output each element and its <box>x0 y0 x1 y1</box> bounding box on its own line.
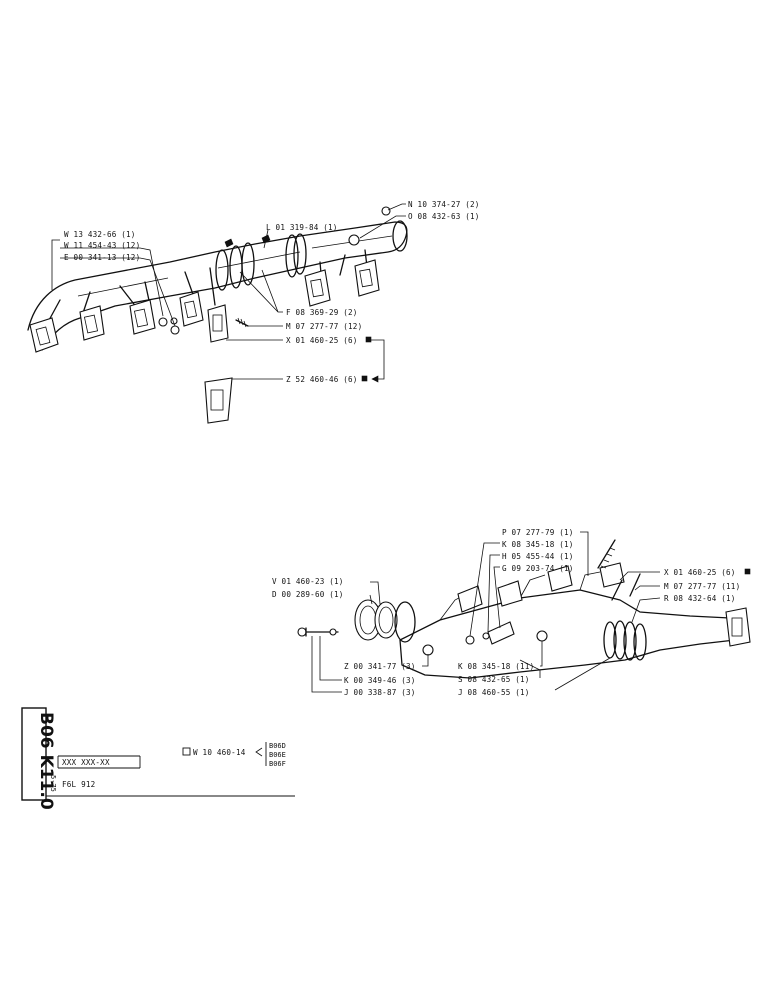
label-r: R 08 432-64 (1) <box>664 594 736 603</box>
label-m2: M 07 277-77 (11) <box>664 582 740 591</box>
label-w1: W 13 432-66 (1) <box>64 230 136 239</box>
bottom-leader-lines <box>311 531 661 693</box>
manifold-flanges <box>29 259 380 353</box>
label-e: E 00 341-13 (12) <box>64 253 140 262</box>
label-k2: K 00 349-46 (3) <box>344 676 416 685</box>
label-j2: J 08 460-55 (1) <box>458 688 530 697</box>
reference-part: W 10 460-14 <box>193 748 246 757</box>
model-name: F6L 912 <box>62 780 95 789</box>
label-z: Z 52 460-46 (6) <box>286 375 358 384</box>
label-d: D 00 289-60 (1) <box>272 590 344 599</box>
label-x: X 01 460-25 (6) <box>286 336 358 345</box>
part-number-box: XXX XXX-XX <box>62 758 110 767</box>
top-leader-lines <box>51 203 406 380</box>
label-k3: K 08 345-18 (11) <box>458 662 534 671</box>
label-h: H 05 455-44 (1) <box>502 552 574 561</box>
label-f: F 08 369-29 (2) <box>286 308 358 317</box>
label-x2: X 01 460-25 (6) <box>664 568 736 577</box>
title-block: B06 K11.0 5-75 XXX XXX-XX W 10 460-14 B0… <box>21 707 295 810</box>
bottom-exhaust-manifold-drawing <box>297 539 751 679</box>
gasket-z <box>204 377 233 424</box>
label-v: V 01 460-23 (1) <box>272 577 344 586</box>
label-o: O 08 432-63 (1) <box>408 212 480 221</box>
label-p: P 07 277-79 (1) <box>502 528 574 537</box>
label-k1: K 08 345-18 (1) <box>502 540 574 549</box>
label-l: L 01 319-84 (1) <box>266 223 338 232</box>
label-n: N 10 374-27 (2) <box>408 200 480 209</box>
variant-2: B06E <box>269 751 286 759</box>
top-exhaust-manifold-drawing <box>27 206 408 424</box>
label-m: M 07 277-77 (12) <box>286 322 362 331</box>
label-w2: W 11 454-43 (12) <box>64 241 140 250</box>
label-z2: Z 00 341-77 (3) <box>344 662 416 671</box>
label-s: S 08 432-65 (1) <box>458 675 530 684</box>
variant-3: B06F <box>269 760 286 768</box>
label-j1: J 00 338-87 (3) <box>344 688 416 697</box>
drawing-date: 5-75 <box>49 775 57 792</box>
variant-1: B06D <box>269 742 286 750</box>
label-g: G 09 203-74 (1) <box>502 564 574 573</box>
